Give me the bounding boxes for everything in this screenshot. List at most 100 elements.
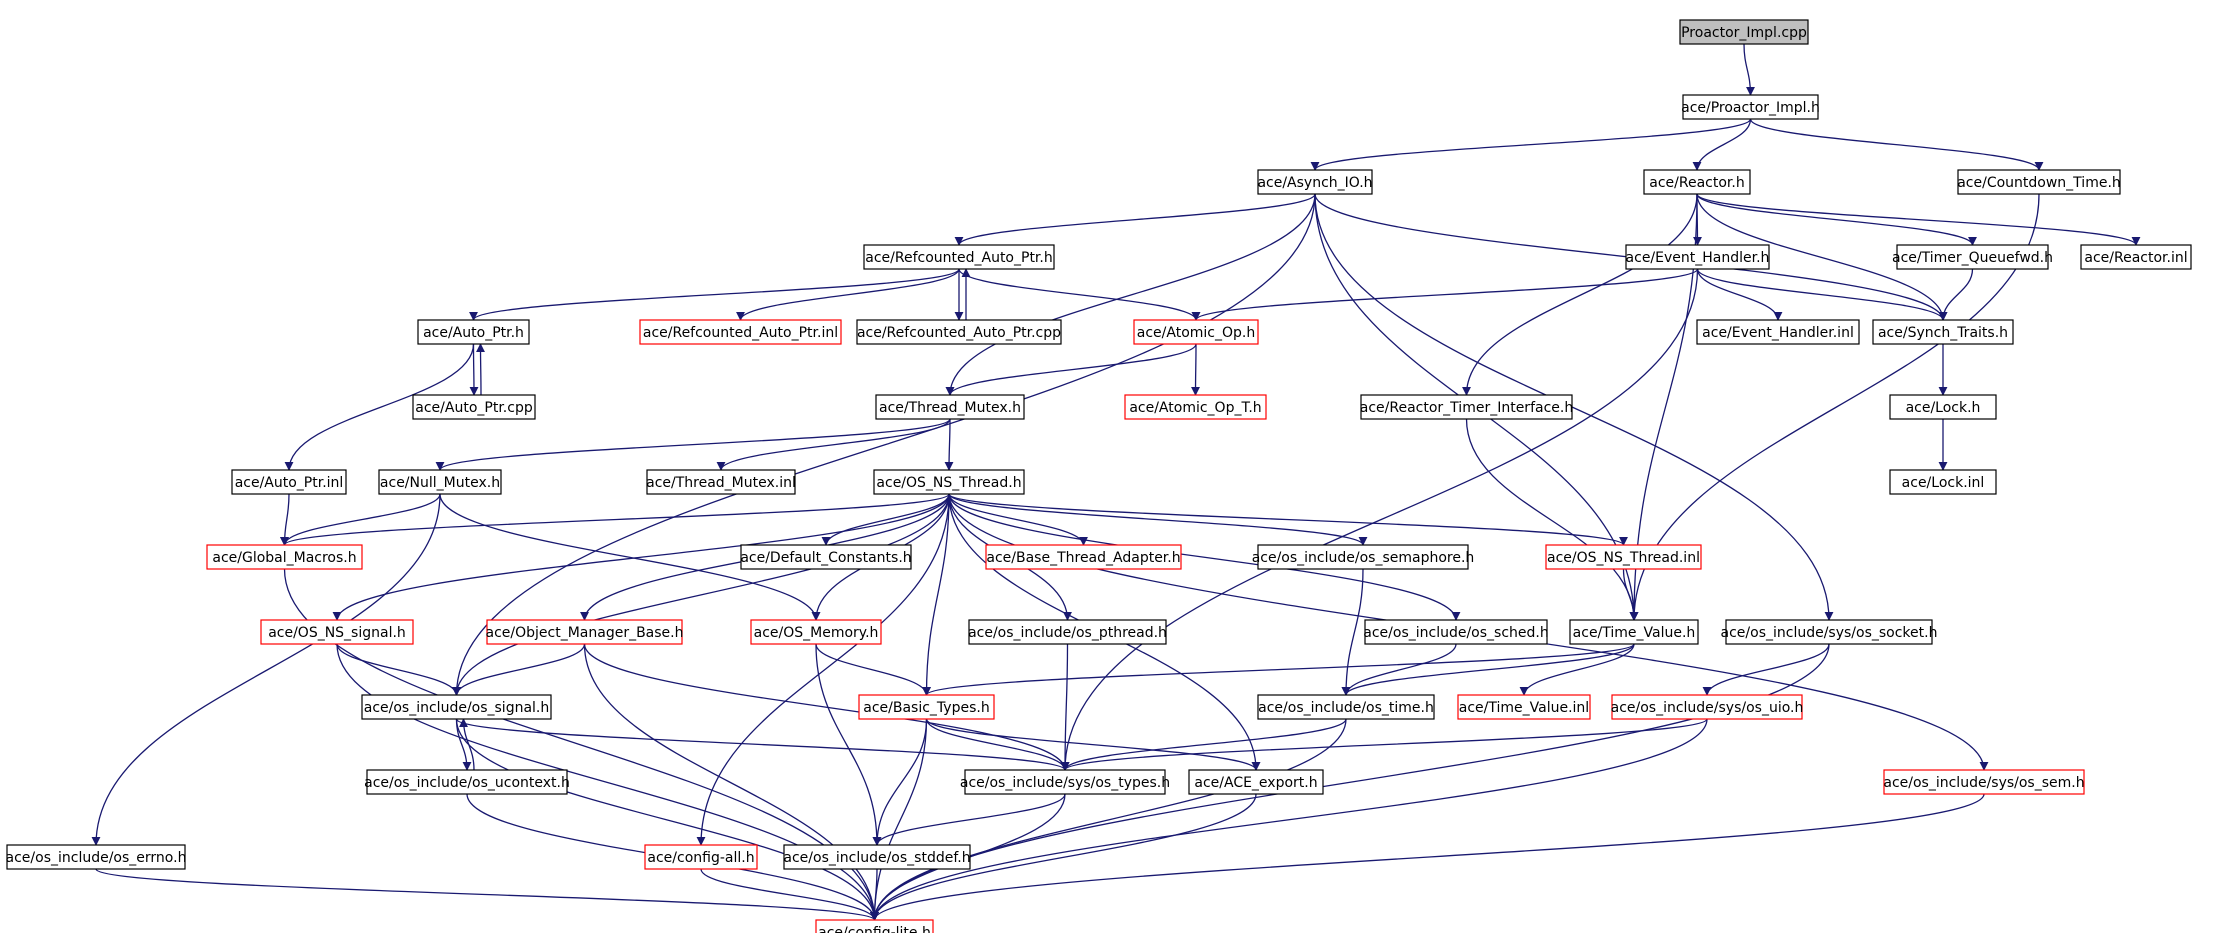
node-box[interactable] <box>1643 169 1751 195</box>
node-box[interactable] <box>644 844 758 870</box>
node-box[interactable] <box>1360 394 1573 420</box>
node-box[interactable] <box>260 619 414 645</box>
node-autoptrcpp[interactable]: ace/Auto_Ptr.cpp <box>412 394 536 420</box>
node-eventh[interactable]: ace/Event_Handler.h <box>1625 244 1770 270</box>
node-box[interactable] <box>1696 319 1860 345</box>
node-box[interactable] <box>486 619 683 645</box>
node-box[interactable] <box>2080 244 2192 270</box>
node-box[interactable] <box>856 319 1062 345</box>
node-timevalue[interactable]: ace/Time_Value.h <box>1569 619 1699 645</box>
node-osnssignal[interactable]: ace/OS_NS_signal.h <box>260 619 414 645</box>
node-box[interactable] <box>740 544 912 570</box>
node-box[interactable] <box>1725 619 1933 645</box>
node-configall[interactable]: ace/config-all.h <box>644 844 758 870</box>
node-threadmutex[interactable]: ace/Thread_Mutex.h <box>875 394 1025 420</box>
node-osucontext[interactable]: ace/os_include/os_ucontext.h <box>364 769 570 795</box>
node-box[interactable] <box>858 694 995 720</box>
node-autoptr[interactable]: ace/Auto_Ptr.h <box>417 319 530 345</box>
node-timevalueinl[interactable]: ace/Time_Value.inl <box>1457 694 1591 720</box>
node-eventhinl[interactable]: ace/Event_Handler.inl <box>1696 319 1860 345</box>
node-box[interactable] <box>1257 694 1435 720</box>
node-box[interactable] <box>1257 544 1469 570</box>
node-box[interactable] <box>873 469 1025 495</box>
node-oserrno[interactable]: ace/os_include/os_errno.h <box>6 844 187 870</box>
node-box[interactable] <box>412 394 536 420</box>
node-reactor[interactable]: ace/Reactor.h <box>1643 169 1751 195</box>
node-defconst[interactable]: ace/Default_Constants.h <box>740 544 912 570</box>
node-box[interactable] <box>964 769 1166 795</box>
node-ossignal[interactable]: ace/os_include/os_signal.h <box>361 694 552 720</box>
node-box[interactable] <box>1896 244 2049 270</box>
node-box[interactable] <box>417 319 530 345</box>
node-objmgr[interactable]: ace/Object_Manager_Base.h <box>486 619 684 645</box>
node-globalmacros[interactable]: ace/Global_Macros.h <box>206 544 363 570</box>
node-atomic[interactable]: ace/Atomic_Op.h <box>1133 319 1259 345</box>
node-box[interactable] <box>378 469 502 495</box>
node-ossem[interactable]: ace/os_include/sys/os_sem.h <box>1883 769 2085 795</box>
node-rti[interactable]: ace/Reactor_Timer_Interface.h <box>1360 394 1573 420</box>
node-lock[interactable]: ace/Lock.h <box>1889 394 1997 420</box>
node-refauto[interactable]: ace/Refcounted_Auto_Ptr.h <box>863 244 1055 270</box>
node-box[interactable] <box>639 319 842 345</box>
node-proactor_h[interactable]: ace/Proactor_Impl.h <box>1681 94 1820 120</box>
node-box[interactable] <box>1957 169 2121 195</box>
node-basethread[interactable]: ace/Base_Thread_Adapter.h <box>985 544 1182 570</box>
node-box[interactable] <box>968 619 1167 645</box>
node-osuio[interactable]: ace/os_include/sys/os_uio.h <box>1611 694 1804 720</box>
node-box[interactable] <box>1611 694 1803 720</box>
node-refautocpp[interactable]: ace/Refcounted_Auto_Ptr.cpp <box>856 319 1062 345</box>
node-atomict[interactable]: ace/Atomic_Op_T.h <box>1124 394 1267 420</box>
node-box[interactable] <box>206 544 363 570</box>
node-box[interactable] <box>361 694 552 720</box>
node-box[interactable] <box>646 469 796 495</box>
node-box[interactable] <box>1188 769 1324 795</box>
node-countdown[interactable]: ace/Countdown_Time.h <box>1957 169 2121 195</box>
node-box[interactable] <box>1883 769 2085 795</box>
node-configlite[interactable]: ace/config-lite.h <box>815 919 934 933</box>
node-ossemaphore[interactable]: ace/os_include/os_semaphore.h <box>1252 544 1475 570</box>
node-box[interactable] <box>1682 94 1819 120</box>
node-root[interactable]: Proactor_Impl.cpp <box>1679 19 1809 45</box>
node-asynch[interactable]: ace/Asynch_IO.h <box>1257 169 1373 195</box>
node-box[interactable] <box>366 769 568 795</box>
node-box[interactable] <box>231 469 347 495</box>
node-ossched[interactable]: ace/os_include/os_sched.h <box>1363 619 1549 645</box>
node-box[interactable] <box>783 844 971 870</box>
node-box[interactable] <box>1889 394 1997 420</box>
node-box[interactable] <box>985 544 1182 570</box>
node-box[interactable] <box>875 394 1025 420</box>
node-ostypes[interactable]: ace/os_include/sys/os_types.h <box>960 769 1170 795</box>
node-box[interactable] <box>1124 394 1267 420</box>
node-box[interactable] <box>1625 244 1770 270</box>
node-ossocket[interactable]: ace/os_include/sys/os_socket.h <box>1721 619 1938 645</box>
node-box[interactable] <box>1257 169 1373 195</box>
node-autoptrinl[interactable]: ace/Auto_Ptr.inl <box>231 469 347 495</box>
node-box[interactable] <box>863 244 1055 270</box>
node-synch[interactable]: ace/Synch_Traits.h <box>1872 319 2014 345</box>
node-box[interactable] <box>1569 619 1699 645</box>
node-box[interactable] <box>1872 319 2014 345</box>
node-lockinl[interactable]: ace/Lock.inl <box>1889 469 1997 495</box>
node-box[interactable] <box>1133 319 1259 345</box>
node-nullmutex[interactable]: ace/Null_Mutex.h <box>378 469 502 495</box>
node-box[interactable] <box>1545 544 1702 570</box>
node-osnsthreadinl[interactable]: ace/OS_NS_Thread.inl <box>1545 544 1702 570</box>
node-refautoinl[interactable]: ace/Refcounted_Auto_Ptr.inl <box>639 319 842 345</box>
node-osnsthread[interactable]: ace/OS_NS_Thread.h <box>873 469 1025 495</box>
node-box[interactable] <box>815 919 934 933</box>
node-timerq[interactable]: ace/Timer_Queuefwd.h <box>1892 244 2053 270</box>
node-box[interactable] <box>1679 19 1809 45</box>
node-box[interactable] <box>1457 694 1591 720</box>
node-basictypes[interactable]: ace/Basic_Types.h <box>858 694 995 720</box>
node-ostime[interactable]: ace/os_include/os_time.h <box>1257 694 1435 720</box>
node-reactorinl[interactable]: ace/Reactor.inl <box>2080 244 2192 270</box>
node-box[interactable] <box>1889 469 1997 495</box>
node-threadmutexinl[interactable]: ace/Thread_Mutex.inl <box>646 469 796 495</box>
node-osstddef[interactable]: ace/os_include/os_stddef.h <box>783 844 971 870</box>
node-box[interactable] <box>1364 619 1548 645</box>
node-ospthread[interactable]: ace/os_include/os_pthread.h <box>968 619 1167 645</box>
node-aceexport[interactable]: ace/ACE_export.h <box>1188 769 1324 795</box>
node-box[interactable] <box>750 619 882 645</box>
node-box[interactable] <box>6 844 186 870</box>
node-osmemory[interactable]: ace/OS_Memory.h <box>750 619 882 645</box>
